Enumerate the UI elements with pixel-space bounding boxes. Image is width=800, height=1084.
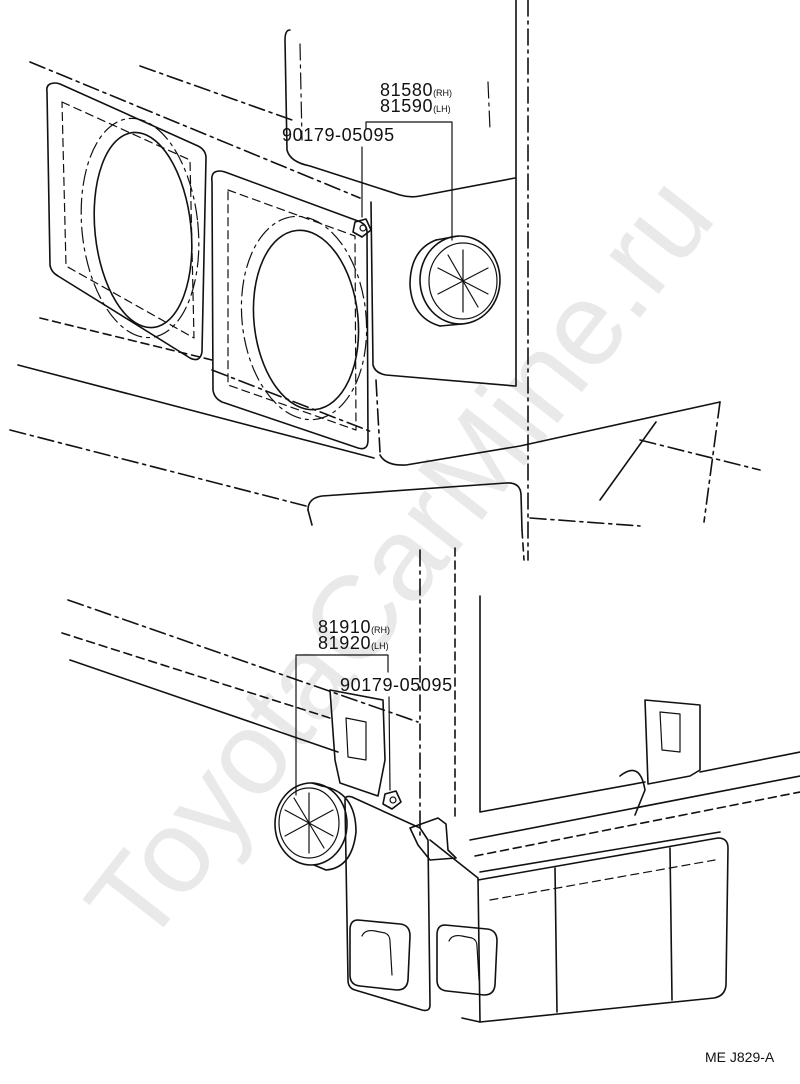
bumper-end-lower [307, 509, 313, 526]
bottom-view-body [61, 547, 800, 1023]
body-phantom-line [67, 599, 419, 723]
lower-box [477, 837, 729, 1023]
lens-pattern [437, 249, 489, 313]
part-number-lh[interactable]: 81590 [380, 96, 433, 116]
lamp-rim [274, 782, 348, 866]
clip-hole [389, 796, 397, 804]
mud-flap-right-inner [448, 934, 480, 981]
hood-phantom-line [139, 65, 293, 121]
frame-edge [699, 751, 800, 773]
bottom-side-marker-lamp[interactable] [274, 782, 357, 871]
side-lh: (LH) [433, 104, 451, 114]
top-side-marker-lamp[interactable] [409, 235, 501, 327]
body-edge-line [599, 421, 657, 501]
headlamp-right-lens [252, 229, 360, 411]
part-number-rh[interactable]: 81580 [380, 80, 433, 100]
headlamp-right-ring [240, 215, 368, 421]
clip-hole [359, 224, 367, 232]
hood-phantom-line [29, 61, 361, 199]
bumper-top-line [17, 364, 375, 459]
headlamp-left-inner-outline [61, 101, 195, 339]
top-clip[interactable] [352, 218, 372, 238]
body-phantom-line [61, 632, 331, 719]
side-rh: (RH) [433, 88, 452, 98]
headlamp-left-bezel [46, 82, 207, 361]
leader-bottom-lamp [295, 654, 389, 796]
bottom-clip[interactable] [382, 790, 402, 810]
bumper-face-left [344, 795, 431, 1012]
callout-top-lamp[interactable]: 81580(RH) 81590(LH) [380, 80, 452, 116]
top-view-body [9, 0, 761, 561]
lower-box-phantom [489, 859, 716, 901]
mud-flap-left-inner [361, 929, 393, 976]
lamp-lens [278, 787, 340, 859]
figure-code: ME J829-A [705, 1049, 775, 1065]
corner-post-edge [479, 595, 646, 813]
lamp-housing [321, 785, 357, 871]
leader-top-lamp [365, 121, 453, 241]
body-phantom-line [703, 401, 721, 523]
bracket-right-slot [659, 711, 681, 753]
headlamp-left-lens [93, 131, 193, 329]
callout-top-clip[interactable]: 90179-05095 [282, 125, 395, 145]
bumper-phantom-line [9, 429, 307, 507]
side-rh: (RH) [371, 625, 390, 635]
bumper-end-cap [307, 482, 523, 531]
callout-bottom-clip[interactable]: 90179-05095 [340, 675, 453, 695]
part-number-label[interactable]: 81580(RH) [380, 80, 452, 100]
part-number-label[interactable]: 81910(RH) [318, 617, 390, 637]
headlamp-right-inner-outline [227, 189, 357, 431]
part-number-lh[interactable]: 81920 [318, 633, 371, 653]
part-number-rh[interactable]: 81910 [318, 617, 371, 637]
lamp-trim-panel [370, 201, 516, 387]
bumper-end-phantom [521, 529, 525, 561]
fender-panel-inner-line [487, 81, 491, 131]
fender-panel-inner-line [299, 43, 303, 141]
lamp-lens [428, 242, 498, 320]
body-phantom-line [529, 517, 641, 527]
leader-bottom-clip [388, 696, 391, 791]
part-number-label[interactable]: 81590(LH) [380, 96, 451, 116]
lens-pattern [284, 792, 334, 854]
lamp-housing-edge [435, 235, 463, 327]
lamp-rim [419, 235, 501, 325]
callout-bottom-lamp[interactable]: 81910(RH) 81920(LH) [318, 617, 390, 653]
clip-body [382, 790, 402, 810]
bracket-left [329, 689, 386, 797]
headlamp-left-ring [80, 117, 200, 339]
body-edge-line [69, 659, 339, 753]
bracket-support [619, 769, 646, 816]
body-phantom-line [639, 439, 761, 471]
part-number-label[interactable]: 81920(LH) [318, 633, 389, 653]
bumper-bar-lower [479, 831, 721, 873]
headlamp-right-bezel [211, 170, 369, 450]
bumper-face-edge [429, 839, 481, 1023]
bumper-bar-top [469, 775, 800, 841]
lamp-housing [409, 239, 441, 327]
side-lh: (LH) [371, 641, 389, 651]
mud-flap-left [349, 919, 411, 991]
grille-phantom-line [211, 369, 373, 433]
lamp-trim-phantom [375, 379, 381, 453]
mud-flap-right [436, 924, 498, 996]
grille-phantom-line [39, 317, 213, 361]
bumper-hook [409, 817, 457, 861]
bracket-right [644, 699, 701, 785]
fender-corner-panel [284, 29, 516, 198]
bumper-bar-phantom [474, 791, 800, 857]
lower-box-divider [554, 867, 558, 1013]
bumper-corner-top [379, 401, 721, 466]
clip-body [352, 218, 372, 238]
lower-box-divider [669, 847, 673, 1001]
bracket-left-slot [345, 717, 367, 761]
